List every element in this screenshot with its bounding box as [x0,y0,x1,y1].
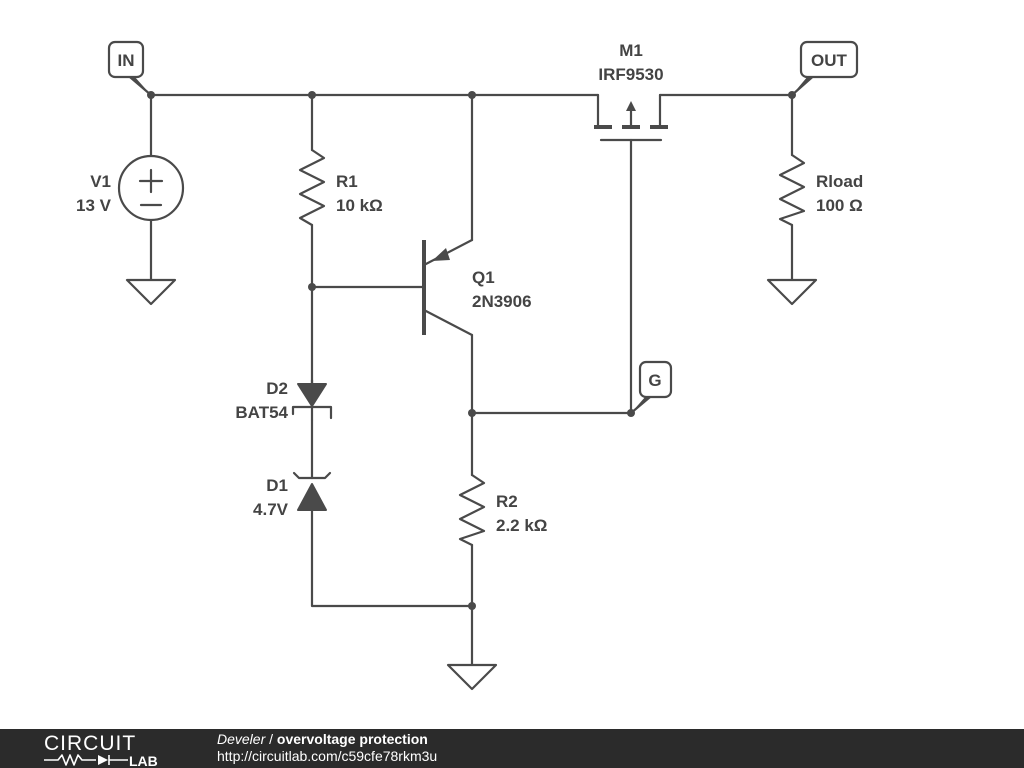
author-link[interactable]: Develer [217,731,266,747]
footer-bar [0,729,1024,768]
r2-ref: R2 [496,492,518,511]
ground-icon [766,278,818,306]
d2-ref: D2 [266,379,288,398]
d1-zener-diode-icon [292,471,332,511]
net-tag-out: OUT [790,40,859,97]
m1-value: IRF9530 [598,65,663,84]
junction-emitter-top [468,91,476,99]
v1-source-icon [117,154,185,222]
v1-ref: V1 [90,172,111,191]
svg-text:IN: IN [118,51,135,70]
m1-mosfet-icon [594,93,668,142]
footer-credit: Develer / overvoltage protection http://… [217,731,437,765]
q1-ref: Q1 [472,268,495,287]
m1-ref: M1 [619,41,643,60]
r2-resistor-icon [458,473,486,547]
d2-value: BAT54 [235,403,288,422]
d1-value: 4.7V [253,500,289,519]
svg-text:LAB: LAB [129,753,158,766]
r2-value: 2.2 kΩ [496,516,547,535]
junction-base [308,283,316,291]
net-tag-gate: G [629,360,673,415]
wire-d1-bottom [310,508,474,608]
junction-r1-top [308,91,316,99]
q1-pnp-transistor-icon [422,238,474,337]
d2-schottky-diode-icon [291,378,333,422]
rload-ref: Rload [816,172,863,191]
net-tag-in: IN [107,40,153,97]
r1-value: 10 kΩ [336,196,383,215]
wires [149,93,794,667]
r1-resistor-icon [298,148,326,227]
svg-text:OUT: OUT [811,51,848,70]
d1-ref: D1 [266,476,288,495]
circuitlab-logo: CIRCUIT LAB [44,732,158,766]
svg-text:G: G [648,371,661,390]
schematic-url[interactable]: http://circuitlab.com/c59cfe78rkm3u [217,748,438,764]
svg-text:CIRCUIT: CIRCUIT [44,732,136,755]
q1-value: 2N3906 [472,292,532,311]
component-labels: V1 13 V R1 10 kΩ Q1 2N3906 M1 IRF9530 Rl… [76,41,863,535]
schematic: IN OUT G V1 13 V R1 10 kΩ Q1 2N3906 M1 I… [76,40,863,691]
r1-ref: R1 [336,172,358,191]
rload-value: 100 Ω [816,196,863,215]
schematic-title-line: Develer / overvoltage protection [217,731,437,748]
ground-icon [446,663,498,691]
junction-ground [468,602,476,610]
ground-icon [125,278,177,306]
rload-resistor-icon [778,153,806,227]
v1-value: 13 V [76,196,112,215]
junction-collector [468,409,476,417]
title-separator: / [269,731,274,747]
schematic-title[interactable]: overvoltage protection [276,731,428,747]
